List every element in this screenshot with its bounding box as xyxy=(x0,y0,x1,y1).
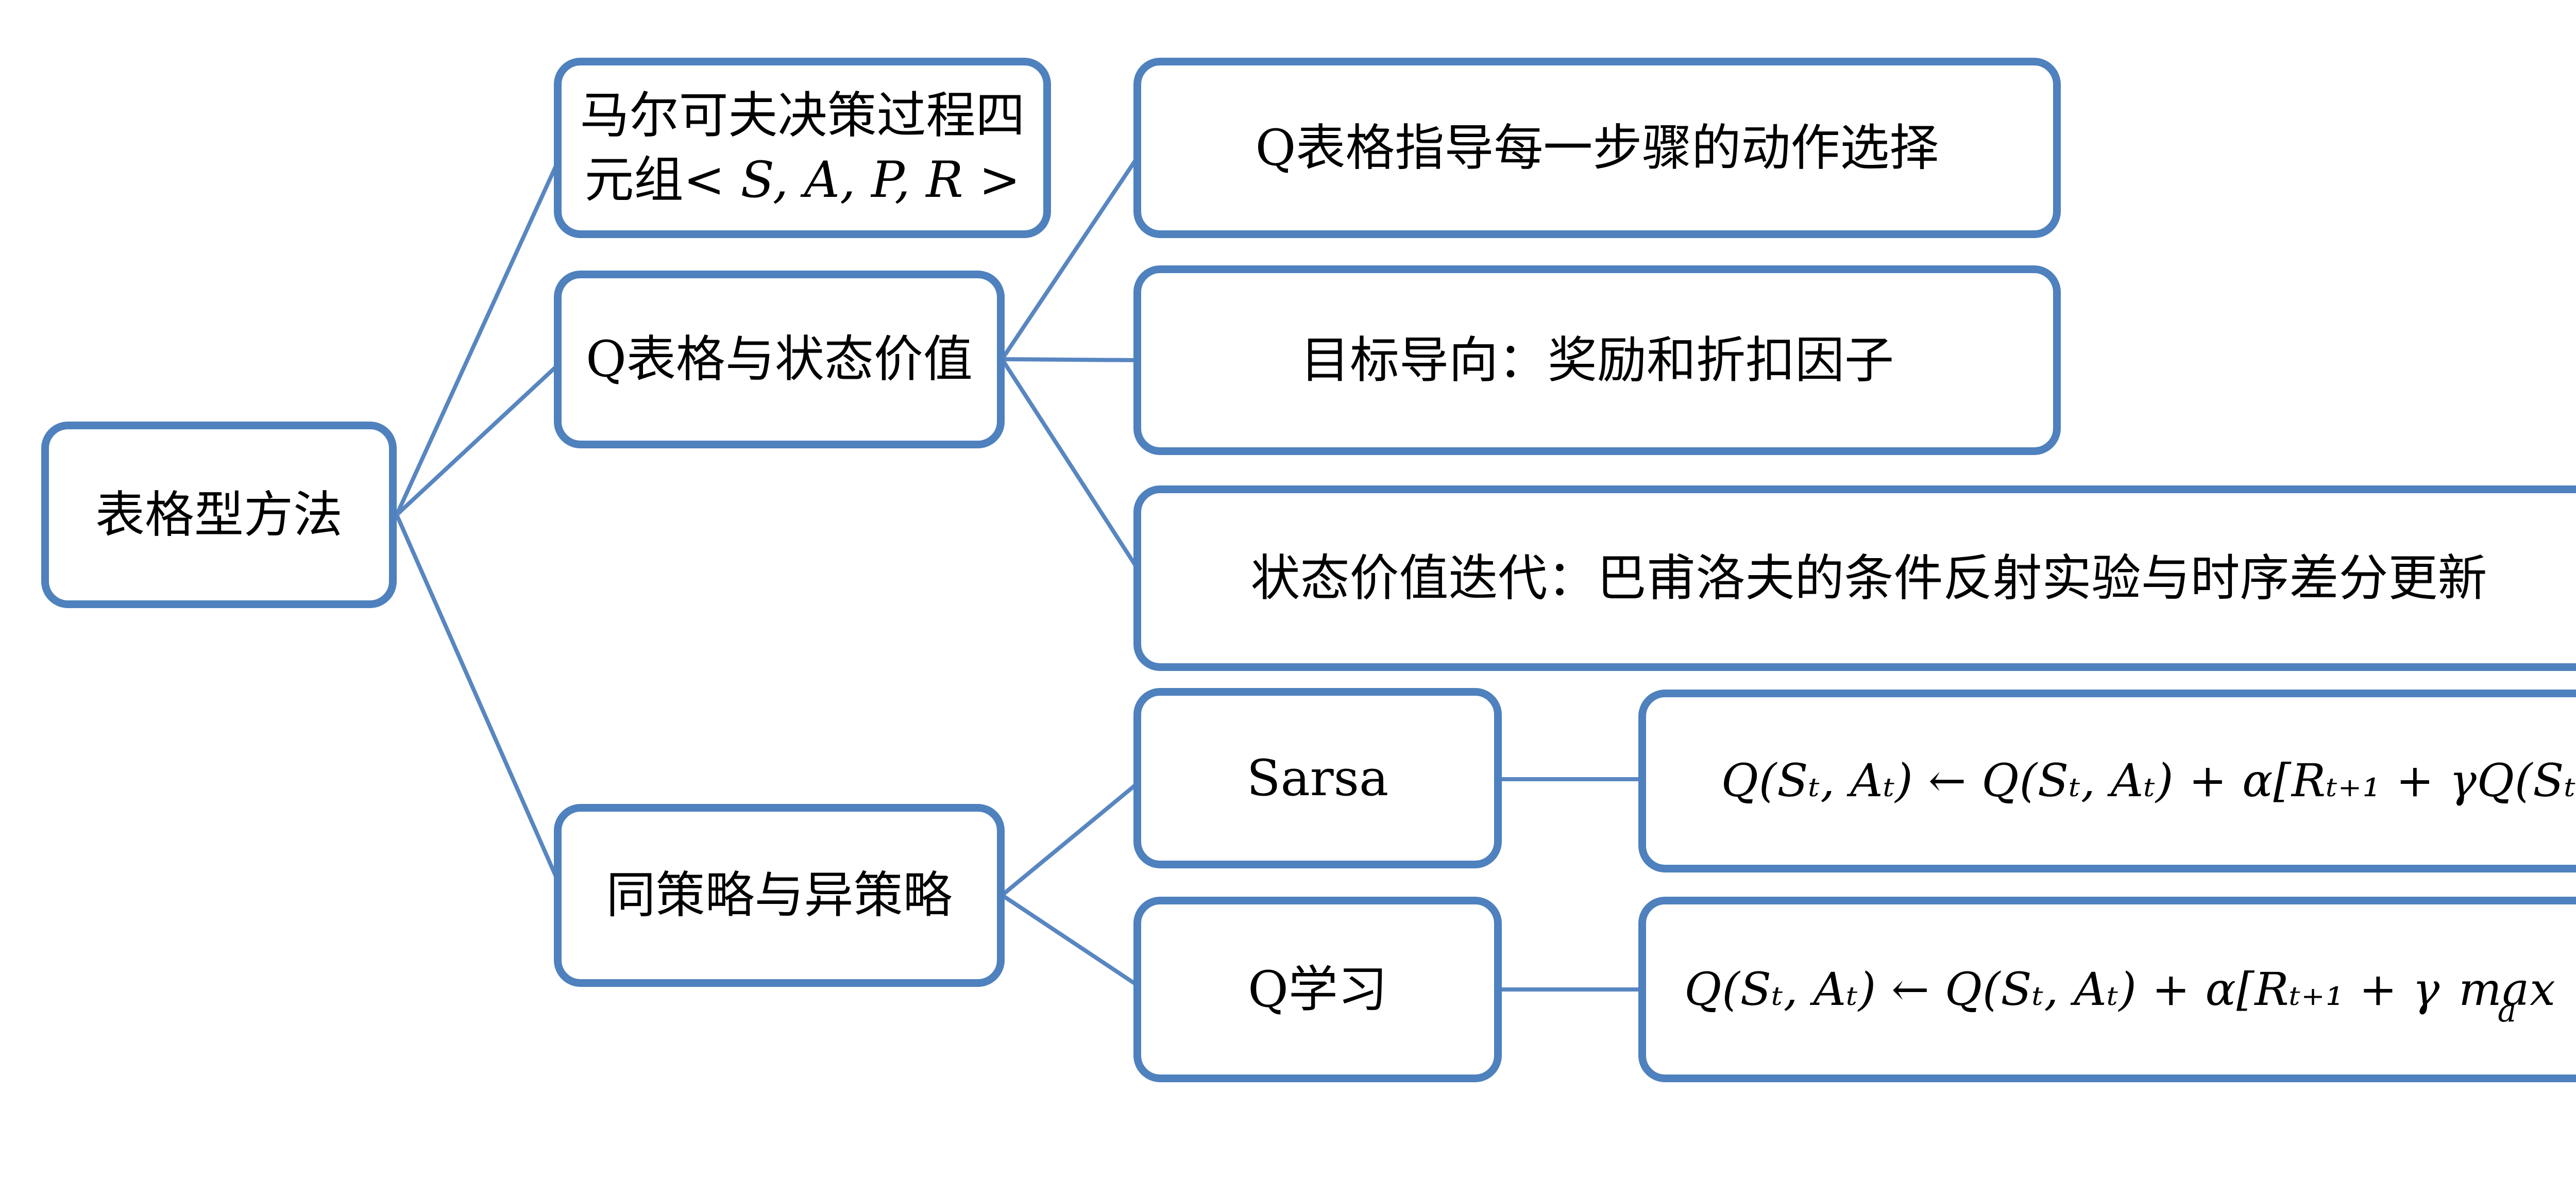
connector-qtable-leaf1 xyxy=(1000,146,1146,361)
node-tabular-methods-label: 表格型方法 xyxy=(95,485,343,544)
connector-policy-sarsa xyxy=(1000,776,1146,897)
node-sarsa-label: Sarsa xyxy=(1246,749,1389,807)
node-tabular-methods[interactable]: 表格型方法 xyxy=(41,422,397,608)
node-state-value-iteration-label: 状态价值迭代：巴甫洛夫的条件反射实验与时序差分更新 xyxy=(1250,549,2487,607)
connector-qtable-leaf2 xyxy=(1000,357,1146,362)
node-sarsa-formula[interactable]: Q(Sₜ, Aₜ) ← Q(Sₜ, Aₜ) + α[Rₜ₊₁ + γQ(Sₜ₊₁… xyxy=(1638,690,2576,872)
connector-root-qtable xyxy=(395,357,566,517)
node-qtable-action-choice[interactable]: Q表格指导每一步骤的动作选择 xyxy=(1133,58,2061,238)
max-operator-subscript: a xyxy=(2497,992,2517,1030)
node-qlearning-label: Q学习 xyxy=(1248,960,1387,1018)
connector-root-policy xyxy=(395,513,566,897)
node-sarsa[interactable]: Sarsa xyxy=(1133,688,1502,868)
sarsa-formula-text: Q(Sₜ, Aₜ) ← Q(Sₜ, Aₜ) + α[Rₜ₊₁ + γQ(Sₜ₊₁… xyxy=(1721,754,2576,808)
node-goal-oriented[interactable]: 目标导向：奖励和折扣因子 xyxy=(1133,265,2061,455)
node-mdp-tuple-line1: 马尔可夫决策过程四 xyxy=(580,87,1025,145)
node-state-value-iteration[interactable]: 状态价值迭代：巴甫洛夫的条件反射实验与时序差分更新 xyxy=(1133,485,2576,671)
node-mdp-tuple[interactable]: 马尔可夫决策过程四 元组< S, A, P, R > xyxy=(554,58,1051,238)
connector-policy-qlearn xyxy=(1000,893,1146,992)
node-on-off-policy[interactable]: 同策略与异策略 xyxy=(554,804,1005,987)
node-qlearning[interactable]: Q学习 xyxy=(1133,897,1502,1082)
node-mdp-tuple-line2: 元组< S, A, P, R > xyxy=(584,151,1021,209)
connector-root-mdp xyxy=(395,146,566,517)
node-qtable-state-value-label: Q表格与状态价值 xyxy=(586,330,973,389)
node-qtable-state-value[interactable]: Q表格与状态价值 xyxy=(554,271,1005,448)
node-qtable-action-choice-label: Q表格指导每一步骤的动作选择 xyxy=(1255,119,1939,177)
node-on-off-policy-label: 同策略与异策略 xyxy=(606,866,953,925)
mdp-tuple-math: < S, A, P, R > xyxy=(683,151,1021,209)
connector-qtable-leaf3 xyxy=(1000,357,1146,580)
node-goal-oriented-label: 目标导向：奖励和折扣因子 xyxy=(1300,331,1894,389)
